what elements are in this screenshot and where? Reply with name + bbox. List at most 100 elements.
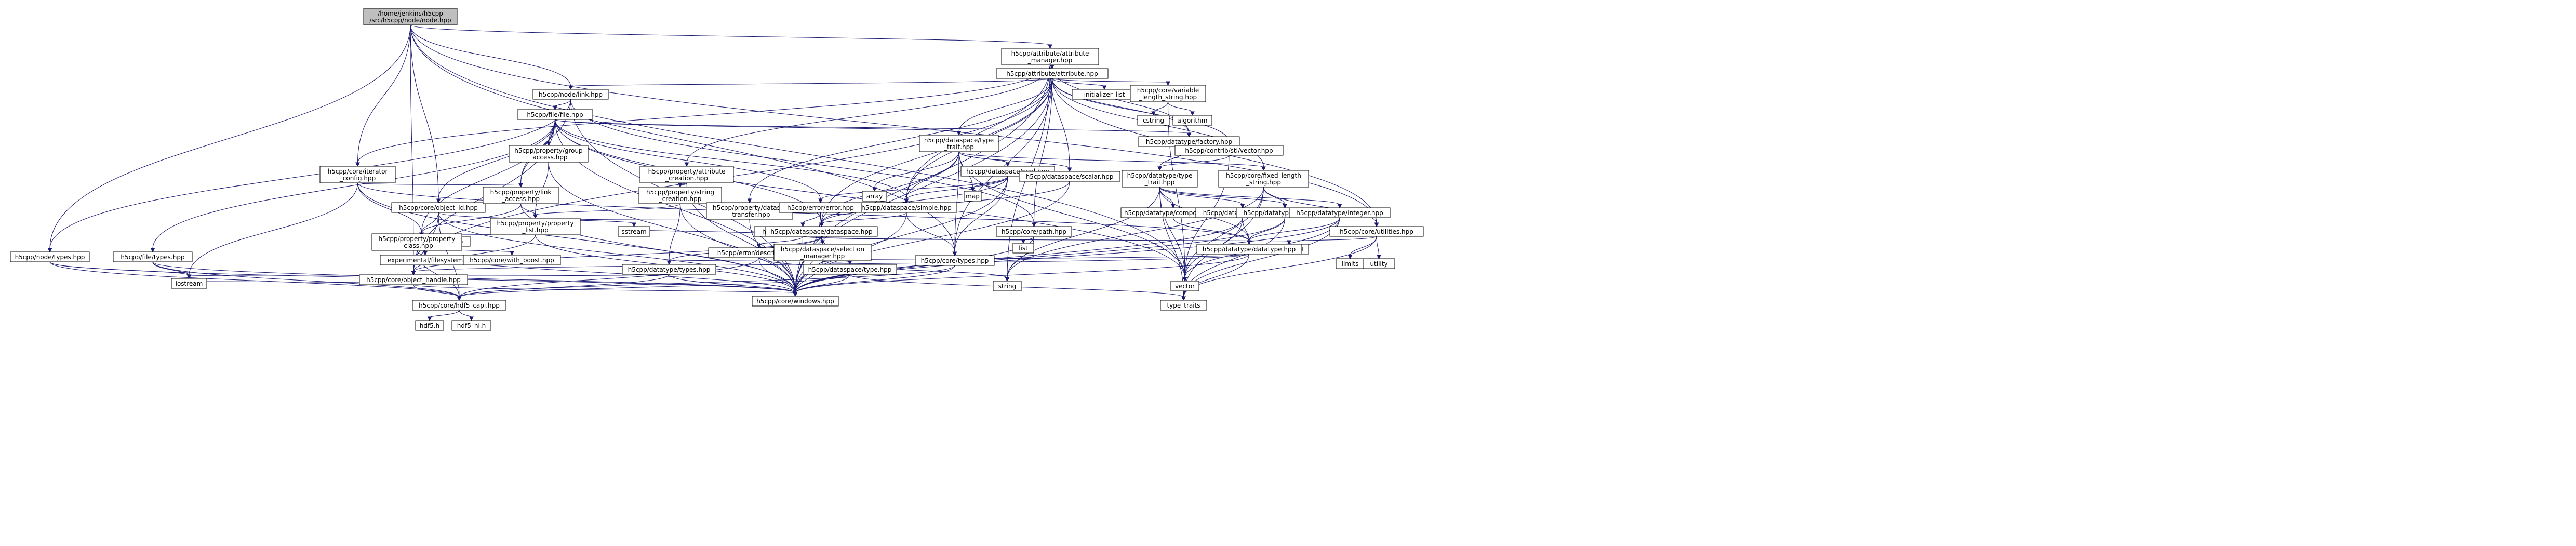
edge-string_creation-to-dt_types	[669, 203, 680, 262]
arrowhead	[423, 251, 428, 256]
node-variable-length[interactable]: h5cpp/core/variable_length_string.hpp	[1130, 85, 1206, 102]
edge-hdf5_capi-to-hdf5_h	[429, 310, 460, 318]
node-box	[1170, 281, 1199, 291]
node-label: h5cpp/core/windows.hpp	[756, 298, 834, 305]
arrowhead	[1377, 255, 1381, 260]
node-label: _creation.hpp	[665, 175, 708, 182]
edge-object_id-to-filesystem	[421, 212, 439, 234]
arrowhead	[150, 248, 155, 253]
node-path[interactable]: h5cpp/core/path.hpp	[996, 226, 1072, 237]
edge-object_handle-to-windows	[413, 284, 796, 294]
node-attr-manager[interactable]: h5cpp/attribute/attribute_manager.hpp	[1001, 48, 1099, 65]
node-property-class[interactable]: h5cpp/property/property_class.hpp	[371, 233, 462, 251]
node-vector: vector	[1170, 281, 1199, 291]
node-label: /home/jenkins/h5cpp	[378, 10, 443, 17]
node-factory[interactable]: h5cpp/datatype/factory.hpp	[1138, 136, 1240, 147]
node-label: initializer_list	[1084, 91, 1125, 98]
node-box	[1329, 226, 1424, 237]
edge-root-to-object_id	[410, 24, 439, 200]
node-hdf5-capi[interactable]: h5cpp/core/hdf5_capi.hpp	[412, 300, 506, 311]
node-label: h5cpp/dataspace/dataspace.hpp	[770, 228, 872, 235]
node-label: h5cpp/property/attribute	[648, 168, 726, 175]
node-label: h5cpp/node/link.hpp	[539, 91, 603, 98]
node-dataset-transfer[interactable]: h5cpp/property/dataset_transfer.hpp	[706, 202, 793, 220]
node-integer[interactable]: h5cpp/datatype/integer.hpp	[1289, 207, 1391, 218]
edge-root-to-utilities	[410, 24, 1377, 224]
node-nodetypes[interactable]: h5cpp/node/types.hpp	[10, 251, 90, 262]
node-label: h5cpp/property/link	[490, 189, 552, 196]
node-link-access[interactable]: h5cpp/property/link_access.hpp	[483, 187, 559, 204]
edge-variable_length-to-vector	[1168, 101, 1185, 278]
arrowhead	[684, 162, 689, 167]
node-attribute[interactable]: h5cpp/attribute/attribute.hpp	[996, 68, 1109, 79]
edge-file-to-object_id	[438, 119, 555, 200]
node-with-boost[interactable]: h5cpp/core/with_boost.hpp	[463, 255, 561, 265]
node-label: _access.hpp	[529, 154, 567, 161]
edge-attribute-to-contrib_vector	[1052, 78, 1230, 143]
node-datatype[interactable]: h5cpp/datatype/datatype.hpp	[1196, 244, 1302, 255]
arrowhead	[1021, 239, 1026, 244]
edge-variable_length-to-algorithm	[1168, 101, 1193, 113]
edge-dt_string-to-datatype	[1249, 217, 1285, 242]
node-filetypes[interactable]: h5cpp/file/types.hpp	[113, 251, 193, 262]
edge-descriptor-to-windows	[758, 257, 796, 294]
node-error[interactable]: h5cpp/error/error.hpp	[779, 202, 862, 213]
node-property-list[interactable]: h5cpp/property/property_list.hpp	[490, 218, 581, 235]
arrowhead	[553, 105, 557, 111]
node-utilities[interactable]: h5cpp/core/utilities.hpp	[1329, 226, 1424, 237]
node-label: list	[1019, 245, 1028, 252]
node-label: h5cpp/datatype/datatype.hpp	[1203, 246, 1296, 253]
node-box	[391, 202, 486, 213]
node-selection-manager[interactable]: h5cpp/dataspace/selection_manager.hpp	[773, 244, 872, 261]
node-scalar[interactable]: h5cpp/dataspace/scalar.hpp	[1019, 171, 1120, 182]
arrowhead	[666, 260, 672, 265]
arrowhead	[1050, 64, 1055, 70]
node-core-types[interactable]: h5cpp/core/types.hpp	[915, 255, 995, 266]
node-attr-creation[interactable]: h5cpp/property/attribute_creation.hpp	[639, 166, 734, 183]
node-label: hdf5.h	[420, 322, 440, 329]
arrowhead	[1067, 167, 1072, 172]
node-dt-types[interactable]: h5cpp/datatype/types.hpp	[622, 264, 716, 275]
edge-attribute-to-link	[570, 78, 1052, 87]
node-box	[517, 109, 593, 120]
node-type-trait-ds[interactable]: h5cpp/dataspace/type_trait.hpp	[919, 135, 999, 152]
node-simple[interactable]: h5cpp/dataspace/simple.hpp	[856, 202, 957, 213]
edge-type_trait_ds-to-scalar	[958, 151, 1070, 169]
node-label: h5cpp/property/property	[379, 235, 456, 243]
node-link[interactable]: h5cpp/node/link.hpp	[532, 89, 609, 100]
arrowhead	[1247, 240, 1251, 245]
node-ds-type[interactable]: h5cpp/dataspace/type.hpp	[803, 264, 897, 275]
node-string-creation[interactable]: h5cpp/property/string_creation.hpp	[638, 187, 722, 204]
node-dt-type-trait[interactable]: h5cpp/datatype/type_trait.hpp	[1122, 170, 1198, 188]
arrowhead	[186, 274, 192, 279]
edge-object_handle-to-hdf5_capi	[413, 284, 460, 298]
edge-descriptor-to-hdf5_capi	[459, 257, 759, 298]
node-label: /src/h5cpp/node/node.hpp	[369, 17, 451, 24]
node-box	[363, 8, 458, 25]
edge-dt_type_trait-to-type_traits	[1159, 187, 1184, 298]
node-windows[interactable]: h5cpp/core/windows.hpp	[752, 296, 839, 307]
node-object-id[interactable]: h5cpp/core/object_id.hpp	[391, 202, 486, 213]
arrowhead	[510, 251, 514, 256]
arrowhead	[747, 198, 752, 204]
node-box	[639, 166, 734, 183]
node-box	[1130, 85, 1206, 102]
arrowhead	[678, 183, 683, 188]
edge-group_access-to-windows	[548, 162, 796, 294]
node-hdf5-h: hdf5.h	[415, 320, 444, 331]
node-group-access[interactable]: h5cpp/property/group_access.hpp	[509, 145, 589, 163]
edge-dt_string-to-windows	[795, 217, 1285, 294]
arrowhead	[818, 198, 823, 204]
node-box	[532, 89, 609, 100]
node-root[interactable]: /home/jenkins/h5cpp/src/h5cpp/node/node.…	[363, 8, 458, 25]
node-object-handle[interactable]: h5cpp/core/object_handle.hpp	[359, 274, 468, 285]
edge-datatype-to-object_handle	[413, 254, 1249, 272]
node-fixed-length[interactable]: h5cpp/core/fixed_length_string.hpp	[1218, 170, 1309, 188]
node-iterator-config[interactable]: h5cpp/core/iterator_config.hpp	[319, 166, 396, 183]
node-file[interactable]: h5cpp/file/file.hpp	[517, 109, 593, 120]
node-dataspace[interactable]: h5cpp/dataspace/dataspace.hpp	[765, 226, 878, 237]
edge-file-to-error	[555, 119, 821, 200]
node-box	[1363, 258, 1395, 269]
node-contrib-vector[interactable]: h5cpp/contrib/stl/vector.hpp	[1174, 145, 1284, 156]
